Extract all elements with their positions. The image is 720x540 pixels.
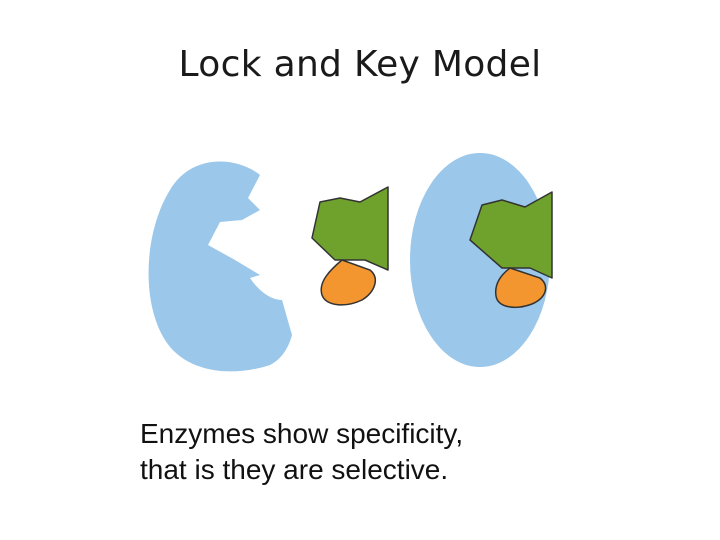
caption-line-2: that is they are selective. bbox=[140, 454, 449, 485]
lock-and-key-illustration bbox=[148, 153, 553, 372]
substrate-free bbox=[311, 186, 389, 306]
slide-title: Lock and Key Model bbox=[178, 44, 542, 85]
bound-green-piece bbox=[469, 191, 553, 279]
substrate-green-piece bbox=[311, 186, 389, 271]
enzyme-left bbox=[148, 161, 292, 372]
enzyme-substrate-complex bbox=[410, 153, 553, 367]
bound-orange-piece bbox=[494, 267, 547, 309]
substrate-orange-piece bbox=[320, 259, 377, 306]
caption-line-1: Enzymes show specificity, bbox=[140, 418, 464, 449]
enzyme-with-active-site bbox=[148, 161, 292, 372]
caption: Enzymes show specificity, that is they a… bbox=[140, 416, 640, 488]
